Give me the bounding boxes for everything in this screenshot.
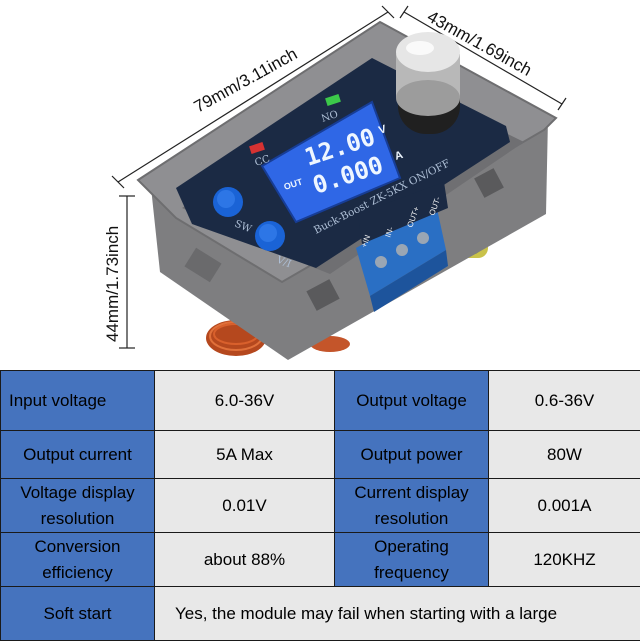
spec-label: Output current bbox=[1, 431, 155, 479]
spec-label: Operating frequency bbox=[335, 533, 489, 587]
table-row: Conversion efficiency about 88% Operatin… bbox=[1, 533, 640, 587]
spec-label: Conversion efficiency bbox=[1, 533, 155, 587]
spec-value: 0.01V bbox=[155, 479, 335, 533]
spec-value: about 88% bbox=[155, 533, 335, 587]
table-row: Output current 5A Max Output power 80W bbox=[1, 431, 640, 479]
spec-value: 0.6-36V bbox=[489, 371, 640, 431]
spec-value: 0.001A bbox=[489, 479, 640, 533]
sw-button[interactable] bbox=[213, 187, 243, 217]
spec-value: 80W bbox=[489, 431, 640, 479]
rotary-knob[interactable] bbox=[396, 32, 460, 134]
spec-value: 6.0-36V bbox=[155, 371, 335, 431]
spec-value: Yes, the module may fail when starting w… bbox=[155, 587, 640, 641]
dimension-height-label: 44mm/1.73inch bbox=[103, 226, 122, 342]
spec-label: Output power bbox=[335, 431, 489, 479]
spec-label: Voltage display resolution bbox=[1, 479, 155, 533]
spec-label: Soft start bbox=[1, 587, 155, 641]
spec-value: 5A Max bbox=[155, 431, 335, 479]
table-row: Voltage display resolution 0.01V Current… bbox=[1, 479, 640, 533]
spec-value: 120KHZ bbox=[489, 533, 640, 587]
vi-button[interactable] bbox=[255, 221, 285, 251]
table-row: Soft start Yes, the module may fail when… bbox=[1, 587, 640, 641]
spec-label: Current display resolution bbox=[335, 479, 489, 533]
spec-label: Input voltage bbox=[1, 371, 155, 431]
table-row: Input voltage 6.0-36V Output voltage 0.6… bbox=[1, 371, 640, 431]
spec-label: Output voltage bbox=[335, 371, 489, 431]
product-photo: 79mm/3.11inch 43mm/1.69inch 44mm/1.73inc… bbox=[0, 0, 640, 368]
spec-table: Input voltage 6.0-36V Output voltage 0.6… bbox=[0, 370, 640, 641]
